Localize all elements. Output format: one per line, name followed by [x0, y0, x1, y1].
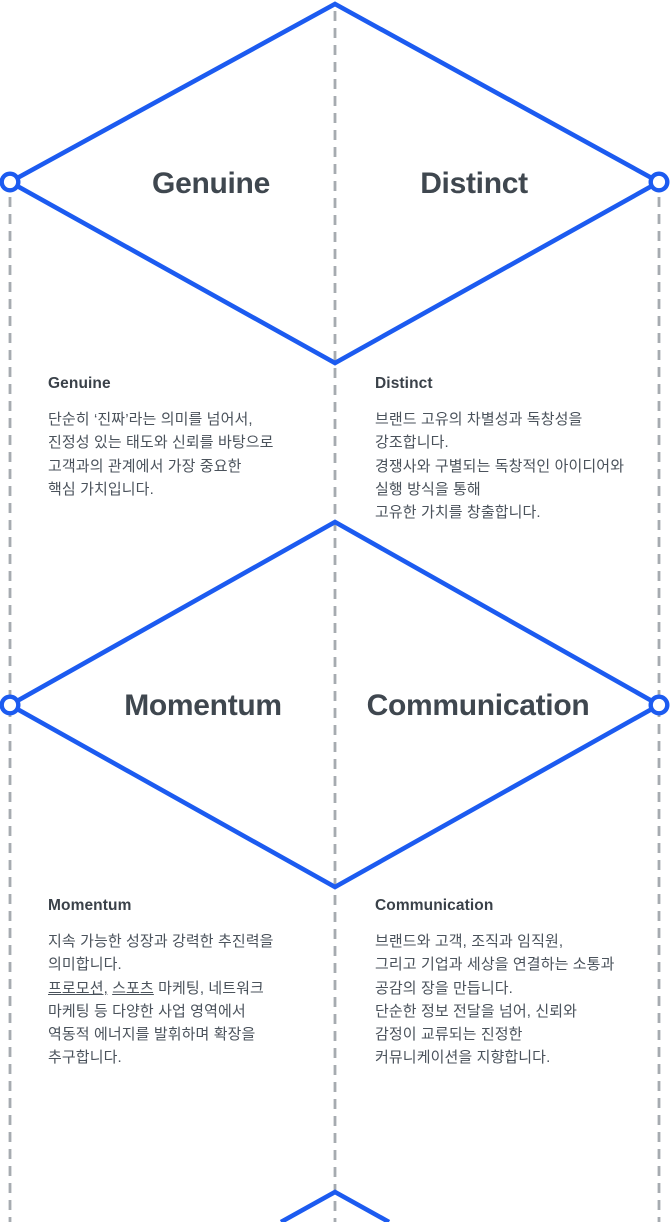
value-section-communication: Communication 브랜드와 고객, 조직과 임직원,그리고 기업과 세…	[375, 897, 670, 1070]
vertex-dot-bottom-right	[648, 694, 670, 716]
diamond-outline-top	[5, 1, 664, 366]
value-section-title: Communication	[375, 897, 494, 914]
vertex-dot-bottom-left	[0, 694, 21, 716]
value-section-title: Distinct	[375, 375, 433, 392]
value-section-title: Momentum	[48, 897, 132, 914]
next-diamond-tip	[279, 1189, 391, 1222]
diamond-label-communication: Communication	[366, 689, 590, 722]
diamond-label-distinct: Distinct	[420, 167, 528, 200]
diamond-outline-bottom	[5, 519, 664, 890]
diamond-label-genuine: Genuine	[152, 167, 270, 200]
diamond-label-momentum: Momentum	[124, 689, 282, 722]
value-section-title: Genuine	[48, 375, 111, 392]
vertex-dot-top-right	[648, 171, 670, 193]
vertex-dot-top-left	[0, 171, 21, 193]
value-section-genuine: Genuine 단순히 ‘진짜’라는 의미를 넘어서,진정성 있는 태도와 신뢰…	[48, 375, 343, 501]
